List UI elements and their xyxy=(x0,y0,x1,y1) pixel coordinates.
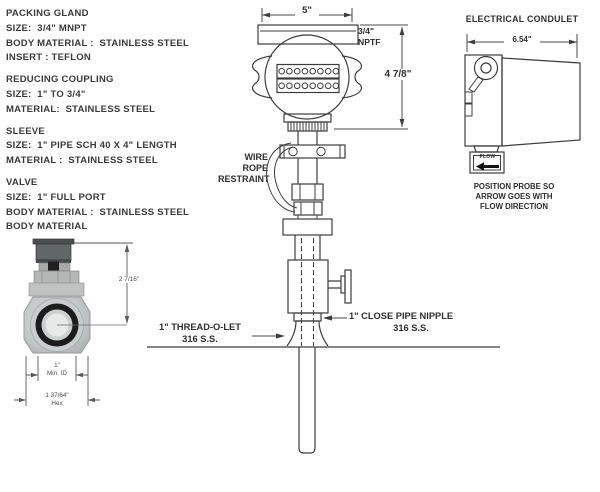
valve-id-label: Min. ID xyxy=(47,370,67,377)
nipple-line2: 316 S.S. xyxy=(393,323,429,333)
condulet-width-dimension: 6.54" xyxy=(504,35,540,44)
valve-id-dimension: 1" Min. ID xyxy=(40,362,74,378)
caption-line2: ARROW GOES WITH xyxy=(475,192,553,201)
spec-title: VALVE xyxy=(6,176,38,188)
valve-id-value: 1" xyxy=(54,362,60,369)
spec-line: SIZE: 1" PIPE SCH 40 X 4" LENGTH xyxy=(6,140,177,152)
valve-hex-label: Hex xyxy=(51,400,63,407)
head-height-dimension: 4 7/8" xyxy=(378,69,418,80)
stem-assembly xyxy=(147,131,500,454)
spec-line: SIZE: 3/4" MNPT xyxy=(6,22,87,34)
caption-line3: FLOW DIRECTION xyxy=(480,202,548,211)
flow-direction-arrow xyxy=(476,162,499,171)
valve-hex-dimension: 1 37/64" Hex xyxy=(36,392,78,408)
valve-hex-value: 1 37/64" xyxy=(36,392,78,400)
flow-tag-label: FLOW xyxy=(479,154,496,160)
spec-title: SLEEVE xyxy=(6,125,45,137)
valve-end-view xyxy=(14,238,133,406)
spec-line: BODY MATERIAL xyxy=(6,221,88,233)
spec-sleeve: SLEEVE SIZE: 1" PIPE SCH 40 X 4" LENGTH … xyxy=(6,125,189,169)
conduit-thread-type: NPTF xyxy=(358,37,381,47)
condulet-title: ELECTRICAL CONDULET xyxy=(465,14,579,24)
threadolet-line1: 1" THREAD-O-LET xyxy=(159,322,241,332)
spec-text-block: PACKING GLAND SIZE: 3/4" MNPT BODY MATER… xyxy=(6,7,189,242)
spec-line: SIZE: 1" FULL PORT xyxy=(6,191,106,203)
probe-head xyxy=(251,8,408,132)
wire-rope-line2: ROPE xyxy=(242,163,268,173)
thread-o-let-label: 1" THREAD-O-LET 316 S.S. xyxy=(148,321,252,345)
electrical-condulet xyxy=(464,34,581,174)
head-width-dimension: 5" xyxy=(295,5,319,16)
wire-rope-restraint-label: WIRE ROPE RESTRAINT xyxy=(218,152,270,185)
spec-line: MATERIAL: STAINLESS STEEL xyxy=(6,103,156,115)
conduit-thread-size: 3/4" xyxy=(358,26,375,36)
terminal-screws xyxy=(278,67,340,90)
spec-line: MATERIAL : STAINLESS STEEL xyxy=(6,155,158,167)
spec-title: REDUCING COUPLING xyxy=(6,74,114,86)
wire-rope-line3: RESTRAINT xyxy=(218,174,270,184)
threadolet-line2: 316 S.S. xyxy=(182,334,218,344)
nipple-line1: 1" CLOSE PIPE NIPPLE xyxy=(349,311,454,321)
valve-height-dimension: 2 7/16" xyxy=(114,276,144,283)
spec-packing-gland: PACKING GLAND SIZE: 3/4" MNPT BODY MATER… xyxy=(6,7,189,66)
caption-line1: POSITION PROBE SO xyxy=(473,182,555,191)
spec-line: SIZE: 1" TO 3/4" xyxy=(6,88,86,100)
position-probe-caption: POSITION PROBE SO ARROW GOES WITH FLOW D… xyxy=(466,182,562,212)
spec-line: BODY MATERIAL : STAINLESS STEEL xyxy=(6,37,190,49)
spec-valve: VALVE SIZE: 1" FULL PORT BODY MATERIAL :… xyxy=(6,176,189,235)
spec-reducing-coupling: REDUCING COUPLING SIZE: 1" TO 3/4" MATER… xyxy=(6,73,189,117)
spec-line: BODY MATERIAL : STAINLESS STEEL xyxy=(6,206,190,218)
close-pipe-nipple-label: 1" CLOSE PIPE NIPPLE 316 S.S. xyxy=(349,310,473,334)
spec-title: PACKING GLAND xyxy=(6,8,89,19)
spec-line: INSERT : TEFLON xyxy=(6,52,92,64)
wire-rope-line1: WIRE xyxy=(244,152,269,162)
